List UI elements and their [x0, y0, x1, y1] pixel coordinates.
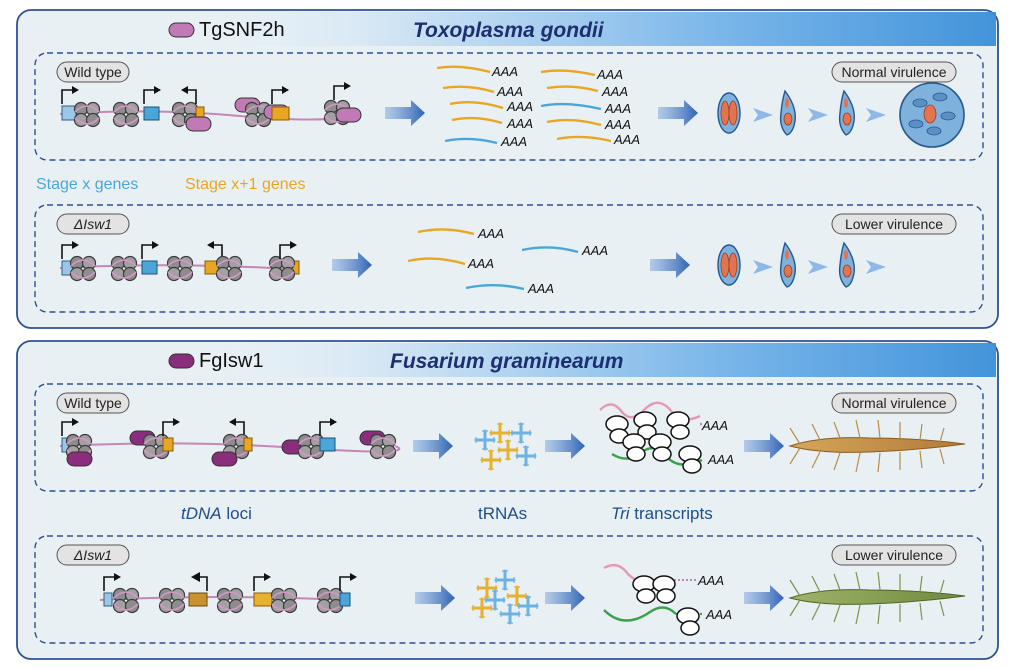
toxo-mut-pill — [56, 213, 130, 235]
fus-wt-outcome-label: Normal virulence — [841, 395, 946, 411]
fus-title: Fusarium graminearum — [390, 350, 623, 373]
tri-transcripts-label: Tri transcripts — [611, 504, 713, 523]
fus-header-gradient — [150, 343, 996, 377]
tdna-loci-label: tDNA loci — [181, 504, 252, 523]
polysome-wt: AAA AAA — [599, 401, 734, 474]
poly-a-tail: AAA — [491, 64, 518, 79]
wheat-spike-icon — [788, 571, 966, 625]
poly-a-tail: AAA — [613, 132, 640, 147]
poly-a-tail: AAA — [604, 101, 631, 116]
mrna-group-wt: AAA AAA AAA AAA AAA AAA AAA AAA AAA AAA — [436, 64, 640, 149]
fus-wt-outcome-pill — [831, 392, 957, 414]
stage-x-genes-label: Stage x genes — [36, 176, 138, 193]
toxo-mutant-box: ΔIsw1 Lower virulence AAA AAA — [34, 204, 984, 313]
fus-wt-pill — [56, 392, 130, 414]
tgsnf2h-protein-icon — [168, 22, 195, 38]
fus-wildtype-box: Wild type Normal virulence — [34, 383, 984, 492]
toxo-title: Toxoplasma gondii — [413, 19, 605, 42]
toxo-header-gradient — [150, 12, 996, 46]
poly-a-tail: AAA — [697, 573, 724, 588]
poly-a-tail: AAA — [506, 116, 533, 131]
poly-a-tail: AAA — [496, 84, 523, 99]
fusarium-panel: FgIsw1 Fusarium graminearum Wild type No… — [16, 340, 999, 660]
poly-a-tail: AAA — [581, 243, 608, 258]
tdna-loci-label-rest: loci — [222, 504, 252, 523]
toxo-wt-outcome-label: Normal virulence — [841, 64, 946, 80]
fus-mut-outcome-pill — [831, 544, 957, 566]
toxo-wildtype-box: Wild type Normal virulence — [34, 52, 984, 161]
poly-a-tail: AAA — [506, 99, 533, 114]
toxo-mut-outcome-pill — [831, 213, 957, 235]
toxo-wt-outcome-pill — [831, 61, 957, 83]
toxo-wt-pill-label: Wild type — [64, 64, 122, 80]
gene-box-icon — [61, 105, 77, 121]
poly-a-tail: AAA — [500, 134, 527, 149]
stage-x1-genes-label: Stage x+1 genes — [185, 176, 306, 193]
fus-mutant-box: ΔIsw1 Lower virulence — [34, 535, 984, 644]
poly-a-tail: AAA — [467, 256, 494, 271]
parasite-lifecycle-wt — [717, 82, 965, 148]
poly-a-tail: AAA — [705, 607, 732, 622]
fus-mut-outcome-label: Lower virulence — [845, 547, 943, 563]
toxo-mut-outcome-label: Lower virulence — [845, 216, 943, 232]
fus-wt-pill-label: Wild type — [64, 395, 122, 411]
fus-legend-label: FgIsw1 — [199, 350, 263, 372]
poly-a-tail: AAA — [596, 67, 623, 82]
fgisw1-protein-icon — [168, 353, 195, 369]
poly-a-tail: AAA — [477, 226, 504, 241]
parasite-cyst-icon — [899, 82, 965, 148]
polysome-mut: AAA AAA — [603, 563, 732, 636]
toxoplasma-panel: TgSNF2h Toxoplasma gondii Wild type Norm… — [16, 9, 999, 329]
wheat-spike-icon — [788, 419, 966, 473]
tdna-loci-label-italic: tDNA — [181, 504, 222, 523]
poly-a-tail: AAA — [707, 452, 734, 467]
tri-label-rest: transcripts — [630, 504, 713, 523]
poly-a-tail: AAA — [604, 117, 631, 132]
poly-a-tail: AAA — [527, 281, 554, 296]
fus-mut-pill — [56, 544, 130, 566]
mrna-group-mut: AAA AAA AAA AAA — [407, 226, 608, 296]
poly-a-tail: AAA — [601, 84, 628, 99]
poly-a-tail: AAA — [701, 418, 728, 433]
trnas-label: tRNAs — [478, 504, 527, 523]
tri-label-italic: Tri — [611, 504, 631, 523]
toxo-mut-pill-label: ΔIsw1 — [73, 216, 112, 232]
fus-mut-pill-label: ΔIsw1 — [73, 547, 112, 563]
toxo-legend-label: TgSNF2h — [199, 19, 285, 41]
toxo-wt-pill — [56, 61, 130, 83]
